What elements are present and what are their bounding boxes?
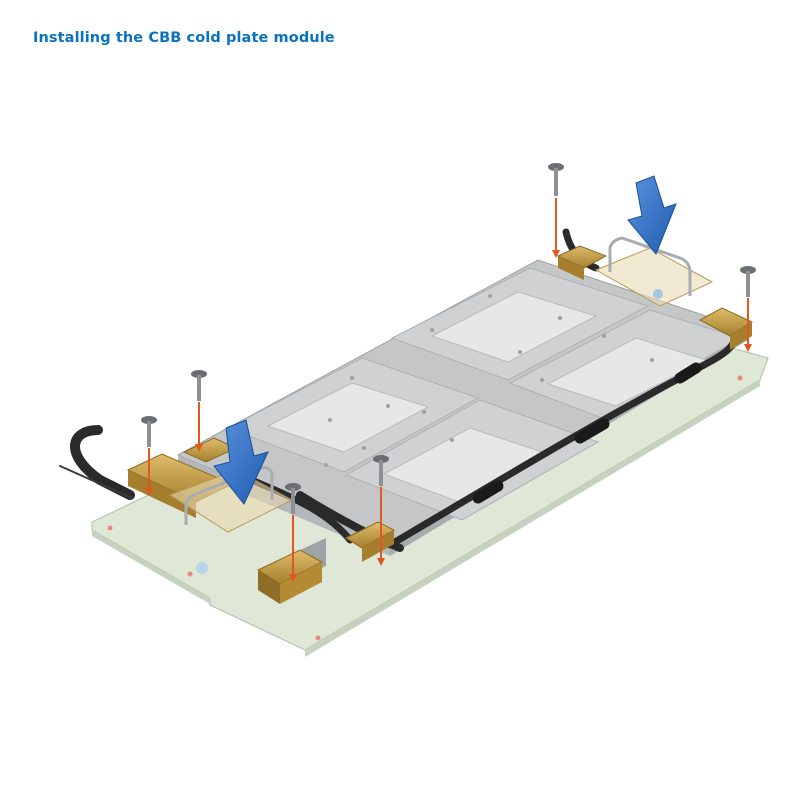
screw-icon: [548, 163, 564, 196]
alignment-arrow-icon: [195, 402, 203, 452]
alignment-arrow-icon: [145, 448, 153, 496]
screw-icon: [740, 266, 756, 297]
brass-manifold-right: [556, 245, 754, 350]
screw-icon: [285, 483, 301, 514]
screw-icon: [373, 455, 389, 486]
screw-icon: [191, 370, 207, 401]
screw-icon: [141, 416, 157, 447]
alignment-arrow-icon: [552, 198, 560, 258]
alignment-arrow-icon: [289, 515, 297, 582]
page-title: Installing the CBB cold plate module: [33, 30, 335, 46]
cold-plate-grid: [226, 267, 742, 521]
down-arrow-icon: [627, 175, 677, 255]
alignment-arrow-icon: [377, 487, 385, 566]
down-arrow-icon: [213, 419, 269, 505]
alignment-arrow-icon: [744, 298, 752, 352]
